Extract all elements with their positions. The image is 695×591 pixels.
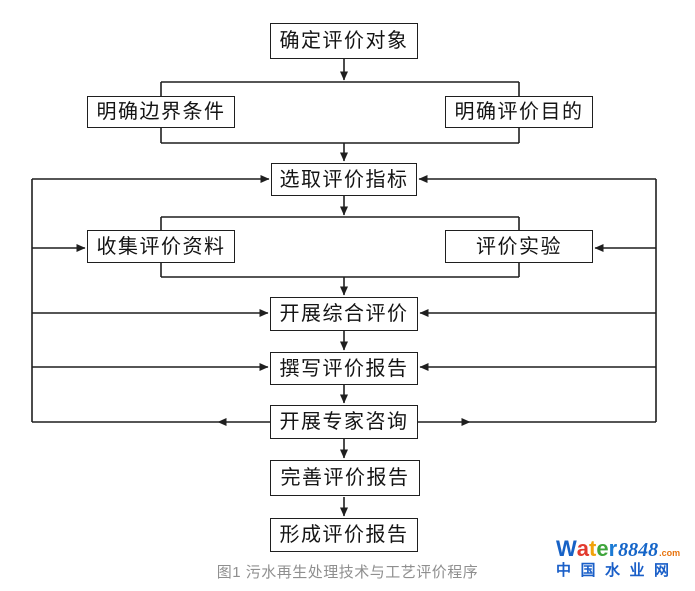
- site-watermark: W a t e r 8848 .com 中国水业网: [556, 536, 695, 579]
- watermark-brand: W a t e r 8848 .com: [556, 536, 695, 561]
- split-merge-bracket-row4: [160, 216, 520, 296]
- watermark-site-name-cn: 中国水业网: [556, 562, 679, 579]
- node-write-evaluation-report: 撰写评价报告: [270, 352, 418, 385]
- watermark-letter-e: e: [596, 536, 609, 561]
- watermark-number: 8848: [618, 539, 659, 561]
- watermark-letter-r: r: [608, 536, 618, 561]
- feedback-loop-left: [31, 175, 270, 426]
- node-select-evaluation-indicators: 选取评价指标: [271, 163, 417, 196]
- node-form-evaluation-report: 形成评价报告: [270, 518, 418, 552]
- watermark-letter-a: a: [576, 536, 590, 561]
- node-clarify-boundary-conditions: 明确边界条件: [87, 96, 235, 128]
- node-evaluation-experiment: 评价实验: [445, 230, 593, 263]
- node-conduct-comprehensive-evaluation: 开展综合评价: [270, 297, 418, 331]
- node-improve-evaluation-report: 完善评价报告: [270, 460, 420, 496]
- node-clarify-evaluation-purpose: 明确评价目的: [445, 96, 593, 128]
- node-conduct-expert-consultation: 开展专家咨询: [270, 405, 418, 439]
- split-merge-bracket-row2: [160, 81, 520, 162]
- node-determine-evaluation-object: 确定评价对象: [270, 23, 418, 59]
- watermark-tld: .com: [659, 548, 681, 558]
- watermark-letter-w: W: [556, 536, 577, 561]
- figure-caption: 图1 污水再生处理技术与工艺评价程序: [216, 564, 479, 581]
- watermark-letter-t: t: [589, 536, 597, 561]
- node-collect-evaluation-materials: 收集评价资料: [87, 230, 235, 263]
- feedback-loop-right: [418, 175, 657, 426]
